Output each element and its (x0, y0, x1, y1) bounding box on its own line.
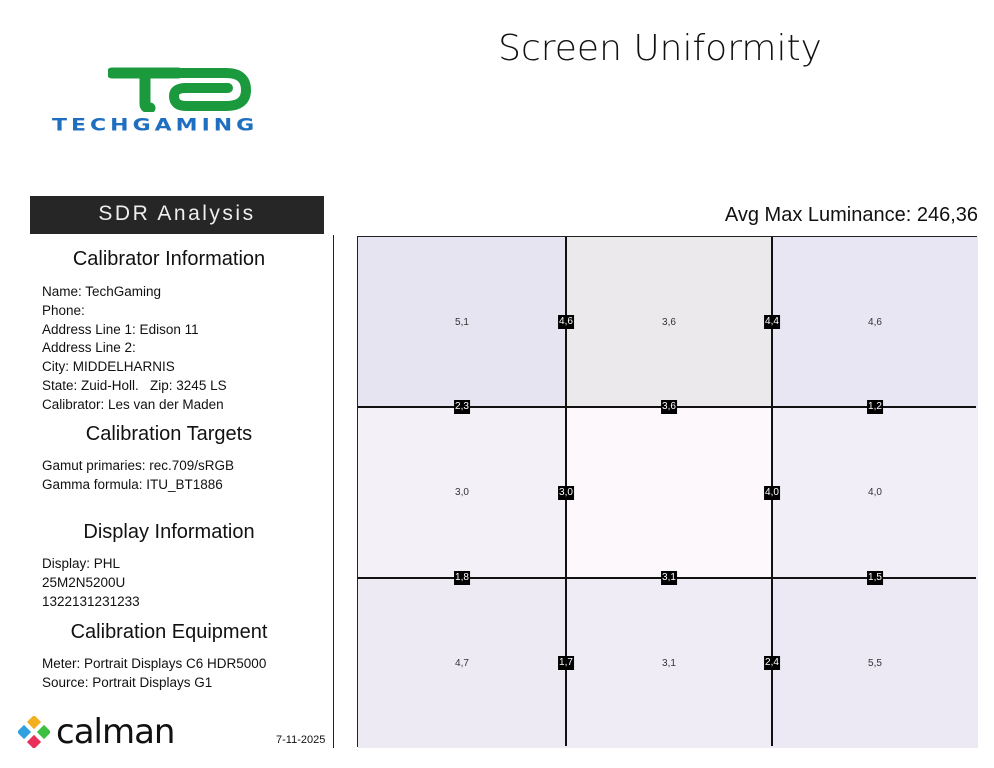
info-line: 1322131231233 (42, 593, 140, 609)
info-line: Gamma formula: ITU_BT1886 (42, 476, 223, 492)
info-line: Calibrator: Les van der Maden (42, 396, 224, 412)
edge-delta-label: 3,1 (661, 571, 677, 585)
edge-delta-label: 1,7 (558, 656, 574, 670)
equipment-heading: Calibration Equipment (70, 621, 268, 643)
report-date: 7-11-2025 (276, 734, 326, 746)
uniformity-cell: 3,1 (566, 578, 772, 748)
info-line: Gamut primaries: rec.709/sRGB (42, 458, 235, 473)
edge-delta-label: 4,4 (764, 315, 780, 329)
calibrator-info: Name: TechGaming Phone: Address Line 1: … (42, 283, 227, 415)
info-line: Source: Portrait Displays G1 (42, 674, 213, 690)
info-line: Address Line 2: (42, 340, 136, 356)
techgaming-logo-icon (106, 66, 253, 117)
edge-delta-label: 1,2 (867, 400, 883, 414)
targets-info: Gamut primaries: rec.709/sRGB Gamma form… (42, 457, 234, 495)
calibrator-heading: Calibrator Information (72, 248, 266, 270)
edge-delta-label: 1,5 (867, 571, 883, 585)
edge-delta-label: 2,4 (764, 656, 780, 670)
calman-logo: calman (18, 712, 175, 752)
edge-delta-label: 4,6 (558, 315, 574, 329)
edge-delta-label: 3,6 (661, 400, 677, 414)
targets-heading: Calibration Targets (85, 423, 253, 445)
display-heading: Display Information (83, 521, 255, 543)
edge-delta-label: 2,3 (454, 400, 470, 414)
edge-delta-label: 1,8 (454, 571, 470, 585)
info-line: Address Line 1: Edison 11 (42, 321, 199, 337)
edge-delta-label: 3,0 (558, 485, 574, 500)
section-banner: SDR Analysis (30, 196, 324, 234)
uniformity-cell: 4,0 (772, 407, 978, 578)
avg-max-luminance: Avg Max Luminance: 246,36 (724, 204, 978, 226)
page-title: Screen Uniformity (498, 28, 822, 69)
info-line: 25M2N5200U (42, 574, 126, 590)
uniformity-cell: 3,0 (358, 407, 566, 578)
calman-logo-text: calman (56, 712, 175, 752)
info-line: Display: PHL (42, 556, 121, 571)
display-info: Display: PHL 25M2N5200U 1322131231233 (42, 555, 140, 611)
edge-delta-label: 4,0 (764, 485, 780, 500)
info-line: Name: TechGaming (42, 284, 162, 299)
uniformity-cell (566, 407, 772, 578)
divider (333, 235, 334, 748)
info-line: Meter: Portrait Displays C6 HDR5000 (42, 656, 267, 671)
uniformity-cell: 3,6 (566, 237, 772, 407)
uniformity-cell: 5,1 (358, 237, 566, 407)
info-line: City: MIDDELHARNIS (42, 359, 175, 375)
uniformity-cell: 5,5 (772, 578, 978, 748)
uniformity-cell: 4,6 (772, 237, 978, 407)
info-line: State: Zuid-Holl. Zip: 3245 LS (42, 377, 227, 393)
techgaming-logo-text: TECHGAMING (52, 116, 259, 135)
uniformity-cell: 4,7 (358, 578, 566, 748)
calman-logo-icon (18, 716, 50, 748)
info-line: Phone: (42, 302, 85, 318)
equipment-info: Meter: Portrait Displays C6 HDR5000 Sour… (42, 655, 266, 693)
